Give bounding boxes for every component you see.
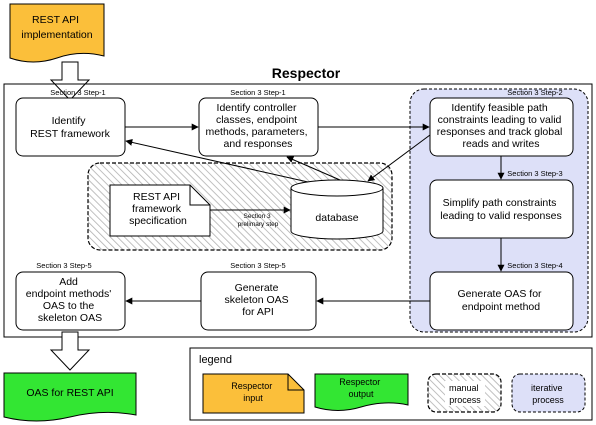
- add-methods-box: Add endpoint methods' OAS to the skeleto…: [15, 271, 126, 331]
- legend-input: Respector input: [202, 373, 305, 414]
- identify-framework-box: Identify REST framework: [15, 97, 126, 157]
- svg-text:OAS for REST API: OAS for REST API: [26, 387, 113, 399]
- legend-output: Respector output: [314, 373, 409, 411]
- feasible-paths-box: Identify feasible path constraints leadi…: [429, 97, 574, 157]
- database-cylinder: database: [290, 179, 384, 240]
- legend-iterative: iterative process: [511, 373, 586, 413]
- step-label: Section 3 Step-5: [36, 261, 91, 270]
- input-flow-arrow: [49, 61, 91, 101]
- step-label: Section 3 Step-1: [50, 88, 105, 97]
- input-document-label: REST API implementation: [21, 14, 92, 41]
- output-flow-arrow: [49, 331, 91, 371]
- svg-text:Identify controller clas: Identify controller classes, endpoint me…: [205, 102, 310, 150]
- svg-text:Generate OAS for endpoin: Generate OAS for endpoint method: [458, 288, 545, 313]
- prelim-step-label: Section 3 prelimary step: [238, 213, 279, 228]
- legend: legend Respector input Respector output …: [189, 347, 593, 421]
- svg-text:manual process: manual process: [449, 383, 481, 405]
- flow-arrow: [367, 134, 431, 182]
- legend-manual: manual process: [427, 373, 502, 413]
- input-document-shape: [9, 3, 105, 63]
- page-title: Respector: [272, 65, 341, 81]
- svg-text:Identify REST framework: Identify REST framework: [30, 115, 110, 140]
- respector-frame: [3, 83, 593, 338]
- step-label: Section 3 Step-2: [507, 88, 562, 97]
- simplify-box: Simplify path constraints leading to val…: [429, 179, 574, 239]
- svg-text:Identify feasible path c: Identify feasible path constraints leadi…: [437, 102, 565, 150]
- flow-arrow: [286, 156, 341, 181]
- svg-text:database: database: [315, 212, 358, 224]
- legend-title: legend: [199, 354, 232, 366]
- svg-text:Simplify path constraints: Simplify path constraints leading to val…: [440, 197, 561, 222]
- svg-text:iterative process: iterative process: [531, 383, 565, 405]
- step-label: Section 3 Step-3: [507, 169, 562, 178]
- svg-text:Generate skeleton OAS: Generate skeleton OAS for API: [224, 282, 291, 318]
- skeleton-oas-box: Generate skeleton OAS for API: [200, 271, 317, 331]
- input-document: REST API implementation: [9, 3, 105, 63]
- generate-oas-box: Generate OAS for endpoint method: [429, 271, 574, 331]
- step-label: Section 3 Step-1: [230, 88, 285, 97]
- output-document-shape: [3, 372, 137, 422]
- identify-controller-box: Identify controller classes, endpoint me…: [198, 97, 319, 157]
- output-document: OAS for REST API: [3, 372, 137, 422]
- svg-text:Respector output: Respector output: [339, 377, 383, 399]
- step-label: Section 3 Step-4: [507, 261, 562, 270]
- svg-text:Add endpoint methods': Add endpoint methods' OAS to the skeleto…: [26, 276, 114, 324]
- svg-text:REST API framework: REST API framework specification: [129, 191, 187, 227]
- svg-text:Respector input: Respector input: [231, 381, 275, 403]
- step-label: Section 3 Step-5: [230, 261, 285, 270]
- framework-spec-card: REST API framework specification: [109, 184, 211, 237]
- flow-arrow: [125, 138, 309, 183]
